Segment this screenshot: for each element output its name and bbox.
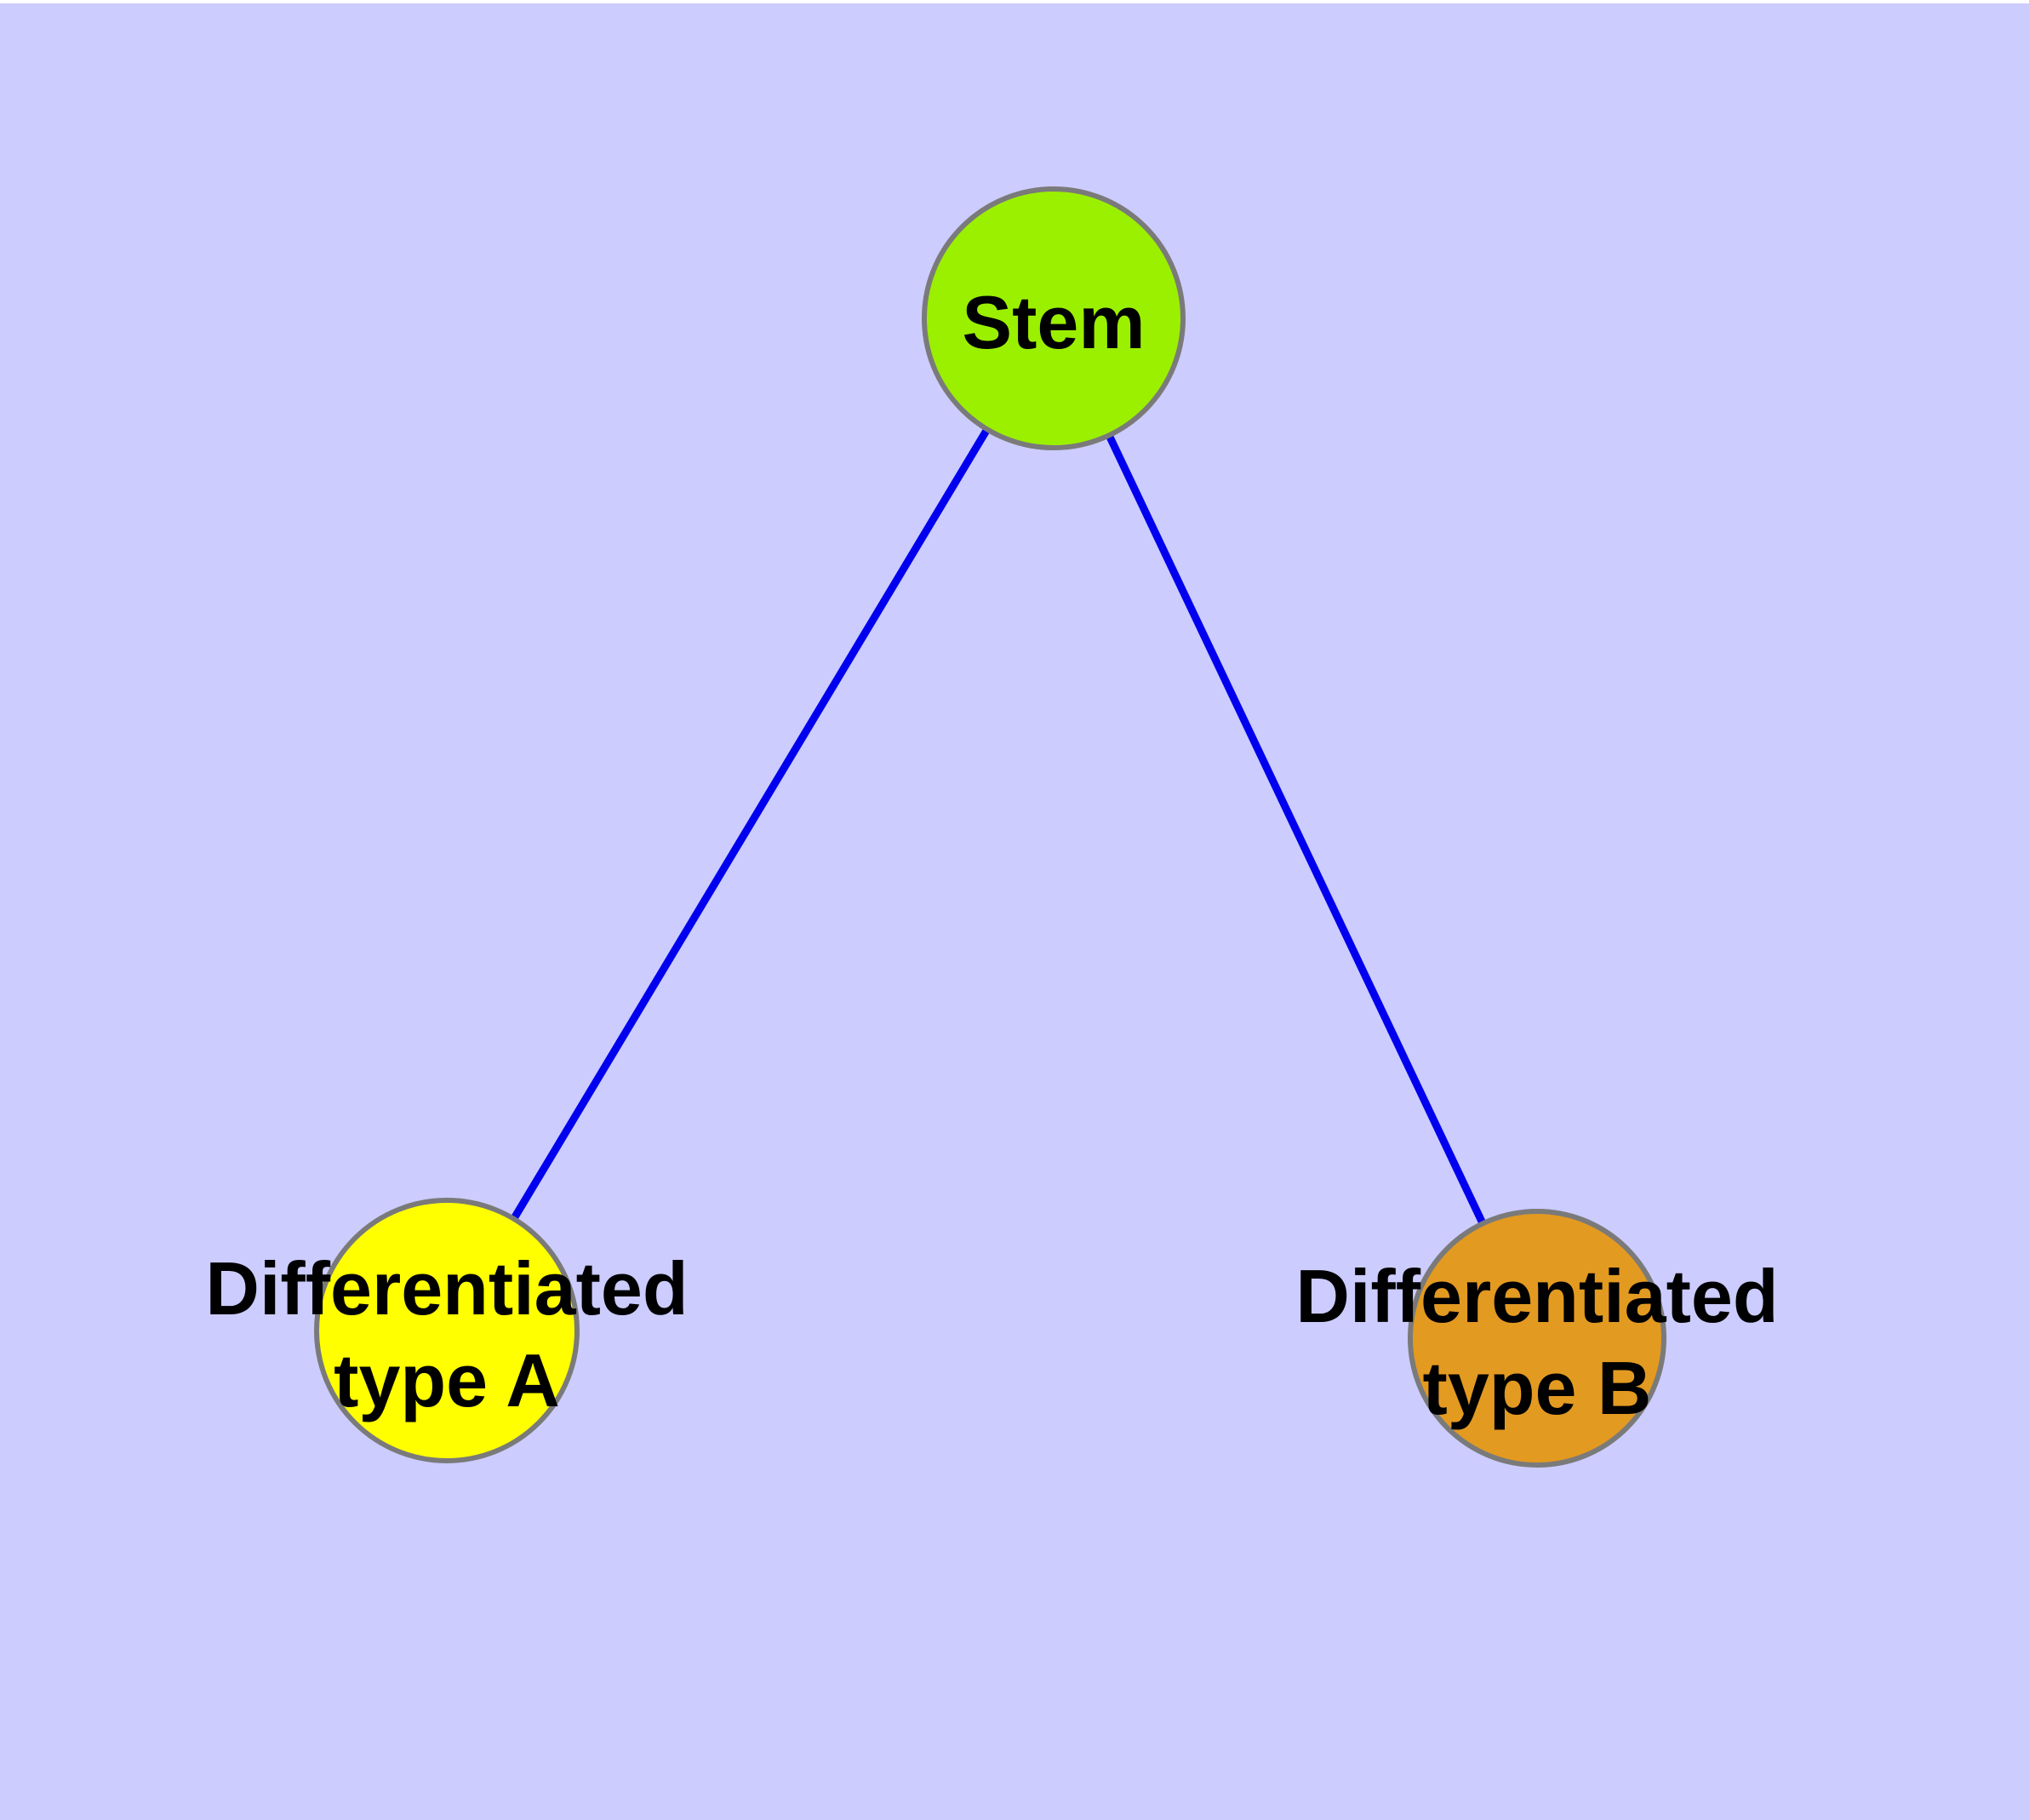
edge-stem-to-differentiated-type-a xyxy=(443,316,1057,1333)
node-circle-differentiated-type-b xyxy=(1408,1209,1666,1468)
node-label-line: Differentiated xyxy=(1295,1254,1778,1338)
node-label-line: type A xyxy=(334,1338,560,1422)
node-label-line: type B xyxy=(1423,1346,1652,1430)
node-label-line: Stem xyxy=(962,280,1145,364)
node-circle-differentiated-type-a xyxy=(314,1198,580,1463)
top-margin-strip xyxy=(0,0,2029,3)
edge-stem-to-differentiated-type-b xyxy=(1049,317,1541,1340)
node-circle-stem xyxy=(922,186,1186,450)
node-label-line: Differentiated xyxy=(205,1246,688,1331)
node-label-stem: Stem xyxy=(962,280,1145,364)
